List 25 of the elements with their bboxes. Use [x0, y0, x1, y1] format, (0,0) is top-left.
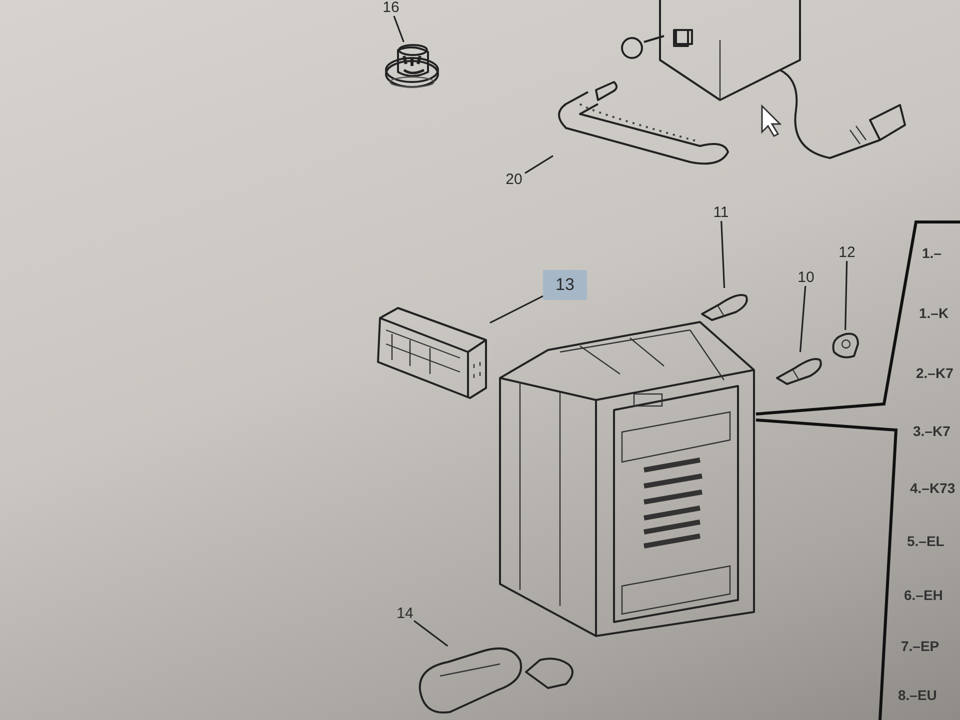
callout-number: 16	[382, 0, 400, 16]
parts-list-entry: 6.–EH	[904, 587, 943, 603]
callout-number: 10	[795, 270, 817, 286]
callout-number: 14	[396, 606, 414, 622]
parts-list-entry: 7.–EP	[901, 638, 940, 654]
callout-number: 13	[543, 270, 587, 300]
parts-list-entry: 8.–EU	[898, 687, 937, 703]
callout-number: 11	[711, 205, 731, 221]
leader-line	[799, 286, 806, 352]
parts-list-entry: 5.–EL	[907, 533, 944, 549]
leader-line	[720, 220, 726, 288]
parts-list-entry: 1.–K	[919, 305, 949, 321]
leader-line	[414, 620, 448, 647]
leader-line	[524, 155, 554, 174]
parts-list-entry: 1.–	[922, 245, 942, 261]
clip-drawing	[830, 330, 860, 360]
callout-number: 20	[503, 172, 525, 188]
callout-number: 12	[836, 245, 858, 261]
parts-list-entry: 4.–K73	[910, 480, 956, 496]
parts-list-entry: 2.–K7	[916, 365, 954, 381]
leader-line	[490, 295, 544, 324]
parts-list-entry: 3.–K7	[913, 423, 950, 439]
heater-unit-drawing	[498, 320, 758, 638]
leader-line	[844, 260, 848, 330]
leader-line	[393, 16, 404, 42]
